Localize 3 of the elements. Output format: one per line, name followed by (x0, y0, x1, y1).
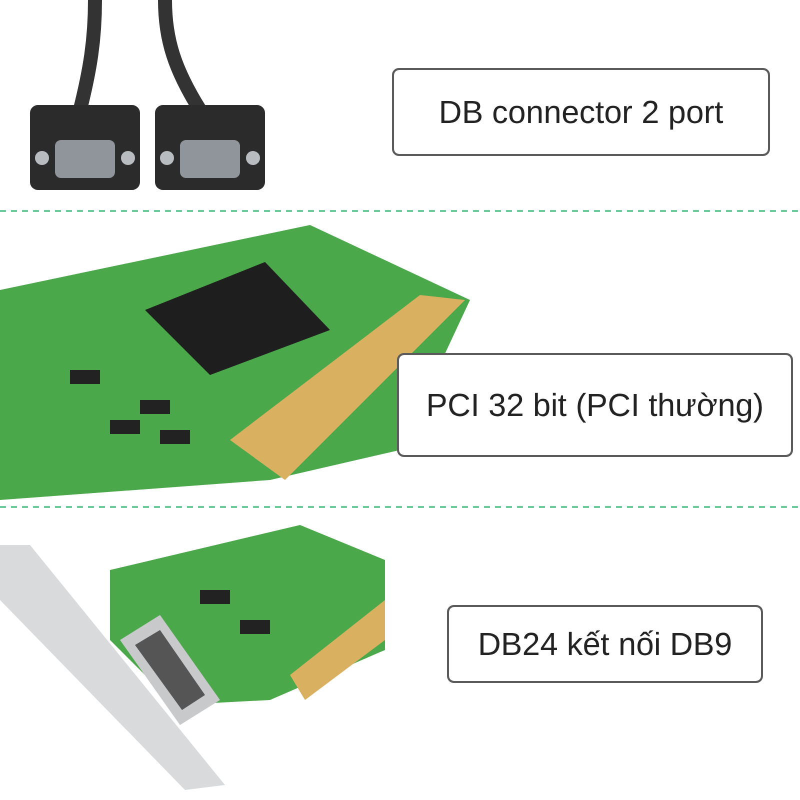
label-box: DB24 kết nối DB9 (447, 605, 763, 683)
label-box: PCI 32 bit (PCI thường) (397, 353, 793, 457)
label-box: DB connector 2 port (392, 68, 770, 156)
